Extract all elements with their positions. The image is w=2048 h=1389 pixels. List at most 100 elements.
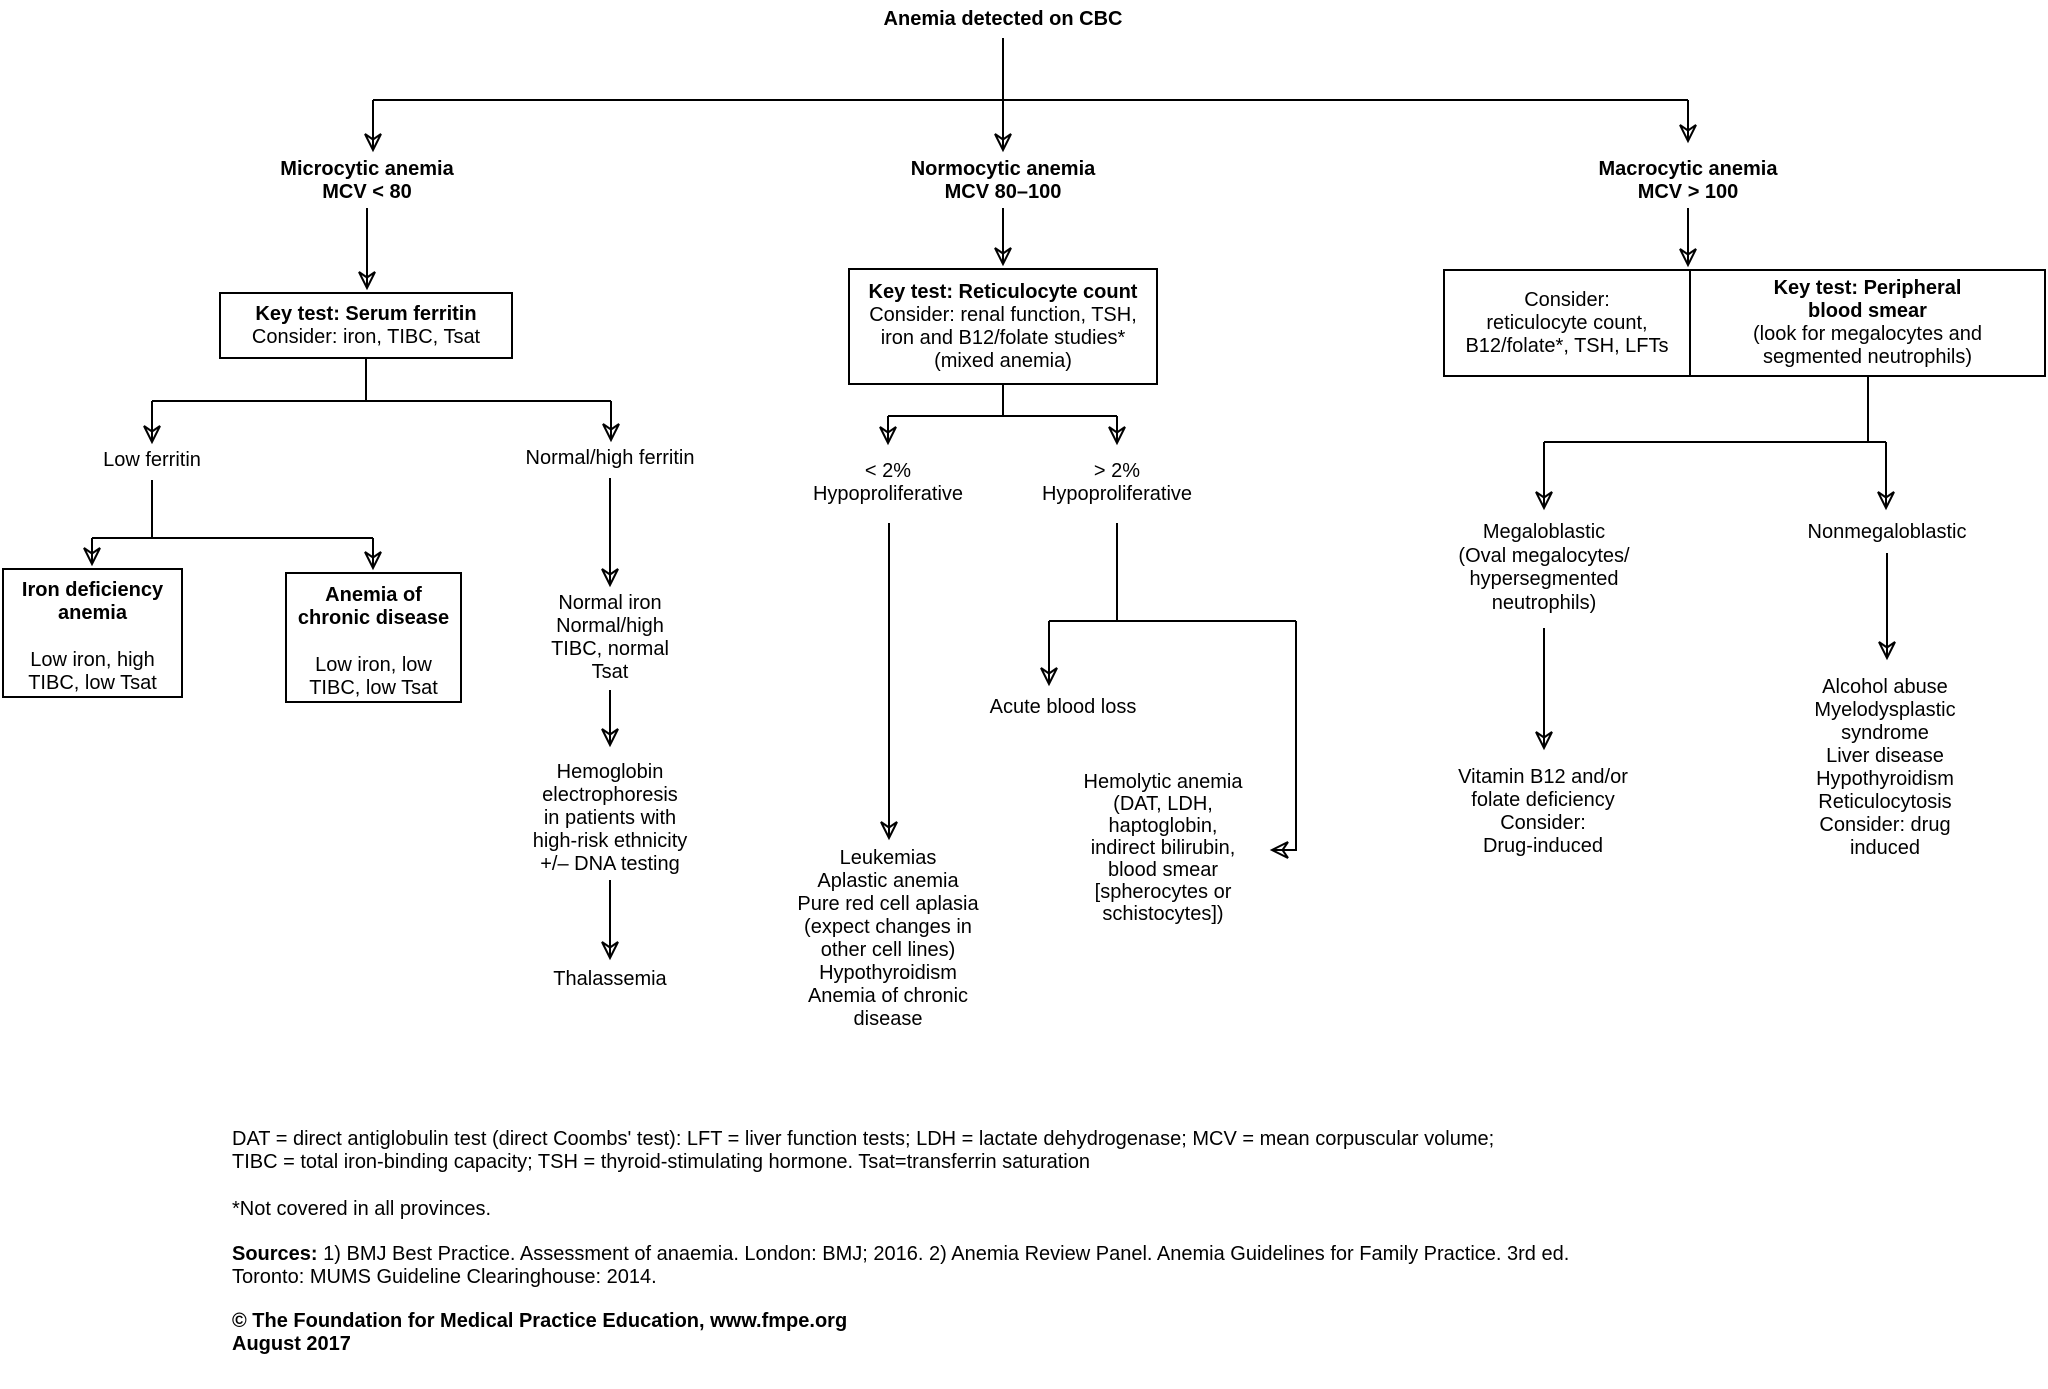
text-line: Iron deficiency [21, 579, 164, 601]
text-line: Drug-induced [1482, 835, 1604, 857]
text-line: schistocytes]) [1102, 903, 1224, 925]
text-line: Microcytic anemia [280, 158, 454, 180]
text-line: Aplastic anemia [817, 870, 959, 892]
footer-copyright: © The Foundation for Medical Practice Ed… [232, 1310, 848, 1332]
connector-to-hemolytic [1269, 621, 1297, 859]
key-test-reticulocyte-title: Key test: Reticulocyte count [868, 280, 1138, 303]
text-line: Hypoproliferative [1041, 483, 1193, 505]
text-line: Low iron, low [315, 654, 432, 676]
text-line: Normal/high [556, 615, 664, 637]
text-line: Anemia of chronic [807, 985, 969, 1007]
text-line: chronic disease [297, 607, 450, 629]
label-acute-blood-loss: Acute blood loss [989, 696, 1137, 718]
text-line: folate deficiency [1471, 789, 1615, 811]
text-line: DAT = direct antiglobulin test (direct C… [232, 1128, 1495, 1150]
label-normal-high-ferritin: Normal/high ferritin [525, 447, 695, 469]
text-line: Pure red cell aplasia [797, 893, 979, 915]
text-line: TIBC, low Tsat [309, 677, 438, 699]
text-line: disease [853, 1008, 923, 1030]
connector-keybox-split [152, 359, 611, 402]
text-line: Key test: Peripheral [1773, 277, 1962, 299]
text-line: (Oval megalocytes/ [1458, 544, 1630, 567]
text-line: TIBC = total iron-binding capacity; TSH … [232, 1151, 1090, 1173]
key-test-serum-ferritin-consider: Consider: iron, TIBC, Tsat [251, 325, 481, 348]
connector-low-ferritin-split [92, 480, 373, 539]
text-line: MCV 80–100 [944, 181, 1062, 203]
connector-gt2-split [1049, 523, 1296, 622]
text-line: Vitamin B12 and/or [1458, 766, 1628, 788]
text-line: (mixed anemia) [934, 349, 1072, 372]
text-line: blood smear [1107, 859, 1219, 881]
text-megaloblastic: Megaloblastic(Oval megalocytes/hypersegm… [1458, 521, 1629, 615]
page-title: Anemia detected on CBC [883, 8, 1123, 30]
text-line: Hemolytic anemia [1083, 771, 1243, 793]
footer-date: August 2017 [232, 1333, 351, 1355]
text-line: Alcohol abuse [1822, 676, 1948, 698]
text-line: Hypothyroidism [1816, 768, 1954, 790]
text-line: [spherocytes or [1094, 881, 1232, 903]
footer-sources-line2: Toronto: MUMS Guideline Clearinghouse: 2… [232, 1266, 657, 1288]
footer-abbreviations: DAT = direct antiglobulin test (direct C… [232, 1128, 1494, 1174]
label-nonmegaloblastic: Nonmegaloblastic [1807, 521, 1967, 543]
key-test-serum-ferritin-title: Key test: Serum ferritin [255, 302, 477, 325]
footer-sources: Sources: 1) BMJ Best Practice. Assessmen… [232, 1243, 1652, 1289]
text-line: Megaloblastic [1482, 521, 1606, 543]
text-line: blood smear [1808, 300, 1927, 322]
box-key-test-reticulocyte-count: Key test: Reticulocyte count Consider: r… [848, 268, 1158, 385]
text-line: (expect changes in [804, 916, 972, 938]
text-line: anemia [58, 602, 127, 624]
footer-sources-text: 1) BMJ Best Practice. Assessment of anae… [317, 1243, 1570, 1265]
text-line: segmented neutrophils) [1762, 346, 1972, 368]
text-line: Leukemias [839, 847, 937, 869]
text-line: Consider: [1500, 812, 1586, 834]
label-low-ferritin: Low ferritin [103, 449, 201, 471]
label-reticulocyte-lt-2pct: < 2%Hypoproliferative [813, 460, 963, 506]
text-line: Consider: [1524, 288, 1610, 311]
text-line: induced [1849, 837, 1921, 859]
text-line: Liver disease [1826, 745, 1944, 767]
text-line: Hemoglobin [556, 761, 664, 783]
text-line: Reticulocytosis [1818, 791, 1952, 813]
text-line: reticulocyte count, [1486, 311, 1648, 334]
footer-footnote: *Not covered in all provinces. [232, 1198, 492, 1220]
connector-smear-split [1544, 377, 1886, 443]
text-line: Low iron, high [30, 649, 155, 671]
text-line: TIBC, low Tsat [28, 672, 157, 694]
text-line: iron and B12/folate studies* [880, 326, 1126, 349]
connector-retic-split [888, 385, 1117, 417]
text-line: Hypothyroidism [819, 962, 957, 984]
label-reticulocyte-gt-2pct: > 2%Hypoproliferative [1042, 460, 1192, 506]
text-line: B12/folate*, TSH, LFTs [1465, 334, 1669, 357]
text-line: Tsat [591, 661, 629, 683]
text-line: TIBC, normal [551, 638, 669, 660]
footer-sources-label: Sources: [232, 1243, 318, 1265]
text-line: syndrome [1841, 722, 1929, 744]
text-line: electrophoresis [542, 784, 678, 806]
box-key-test-serum-ferritin: Key test: Serum ferritin Consider: iron,… [219, 292, 513, 359]
key-test-reticulocyte-consider: Consider: renal function, TSH,iron and B… [850, 304, 1156, 373]
text-line: Macrocytic anemia [1598, 158, 1778, 180]
text-line: +/– DNA testing [540, 853, 680, 875]
text-line: indirect bilirubin, [1090, 837, 1236, 859]
text-line: Consider: drug [1819, 814, 1951, 836]
text-line: < 2% [864, 460, 912, 482]
text-line: MCV > 100 [1637, 181, 1739, 203]
text-line: Hypoproliferative [812, 483, 964, 505]
text-line: Consider: renal function, TSH, [869, 303, 1137, 326]
text-line: other cell lines) [820, 939, 956, 961]
